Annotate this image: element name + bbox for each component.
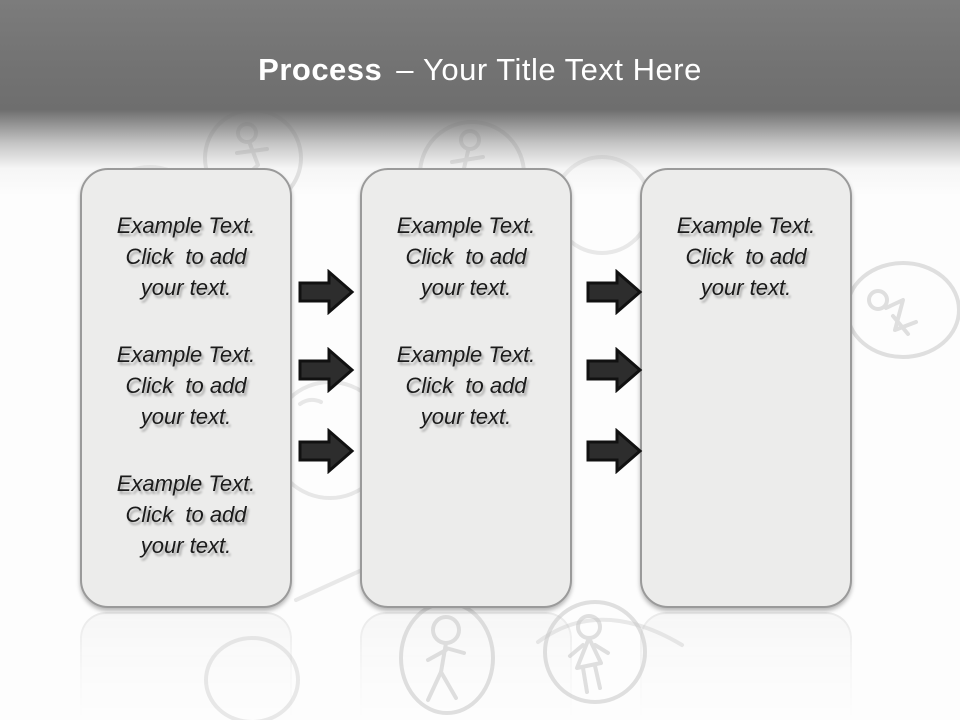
- placeholder-line: Click to add: [125, 373, 247, 398]
- arrow-right-icon[interactable]: [298, 269, 355, 315]
- placeholder-line: Example Text.: [116, 471, 256, 496]
- arrow-right-icon[interactable]: [586, 269, 643, 315]
- title-band: [0, 0, 960, 196]
- arrow-right-icon[interactable]: [298, 428, 355, 474]
- arrow-right-icon[interactable]: [586, 347, 643, 393]
- process-step-box-3[interactable]: Example Text. Click to add your text.: [640, 168, 852, 608]
- oval-doodle: [204, 636, 300, 720]
- placeholder-line: Click to add: [405, 244, 527, 269]
- placeholder-line: your text.: [140, 404, 232, 429]
- box-reflection: [80, 612, 292, 720]
- arrow-right-icon[interactable]: [586, 428, 643, 474]
- text-placeholder[interactable]: Example Text. Click to add your text.: [374, 339, 558, 432]
- text-placeholder[interactable]: Example Text. Click to add your text.: [94, 468, 278, 561]
- placeholder-line: your text.: [140, 275, 232, 300]
- stick-man-doodle: [399, 601, 495, 715]
- text-placeholder[interactable]: Example Text. Click to add your text.: [94, 210, 278, 303]
- title-primary: Process: [258, 52, 383, 87]
- placeholder-line: Click to add: [125, 244, 247, 269]
- placeholder-line: Example Text.: [116, 213, 256, 238]
- process-step-box-2[interactable]: Example Text. Click to add your text. Ex…: [360, 168, 572, 608]
- placeholder-line: Click to add: [125, 502, 247, 527]
- box-reflection: [640, 612, 852, 720]
- text-placeholder[interactable]: Example Text. Click to add your text.: [374, 210, 558, 303]
- placeholder-line: your text.: [420, 275, 512, 300]
- placeholder-line: Example Text.: [396, 342, 536, 367]
- placeholder-line: Click to add: [685, 244, 807, 269]
- placeholder-line: your text.: [420, 404, 512, 429]
- placeholder-line: Click to add: [405, 373, 527, 398]
- placeholder-line: Example Text.: [116, 342, 256, 367]
- title-separator: –: [396, 52, 415, 87]
- box-reflection: [360, 612, 572, 720]
- text-placeholder[interactable]: Example Text. Click to add your text.: [654, 210, 838, 303]
- title-secondary: Your Title Text Here: [423, 52, 702, 87]
- placeholder-line: Example Text.: [676, 213, 816, 238]
- placeholder-line: your text.: [140, 533, 232, 558]
- line-doodle: [294, 568, 364, 602]
- process-step-box-1[interactable]: Example Text. Click to add your text. Ex…: [80, 168, 292, 608]
- placeholder-line: your text.: [700, 275, 792, 300]
- sideways-stick-figure-doodle: [845, 261, 960, 359]
- arrow-right-icon[interactable]: [298, 347, 355, 393]
- placeholder-line: Example Text.: [396, 213, 536, 238]
- arc-doodle: [536, 617, 684, 647]
- text-placeholder[interactable]: Example Text. Click to add your text.: [94, 339, 278, 432]
- stick-woman-doodle: [543, 600, 647, 704]
- slide-title[interactable]: Process–Your Title Text Here: [0, 52, 960, 88]
